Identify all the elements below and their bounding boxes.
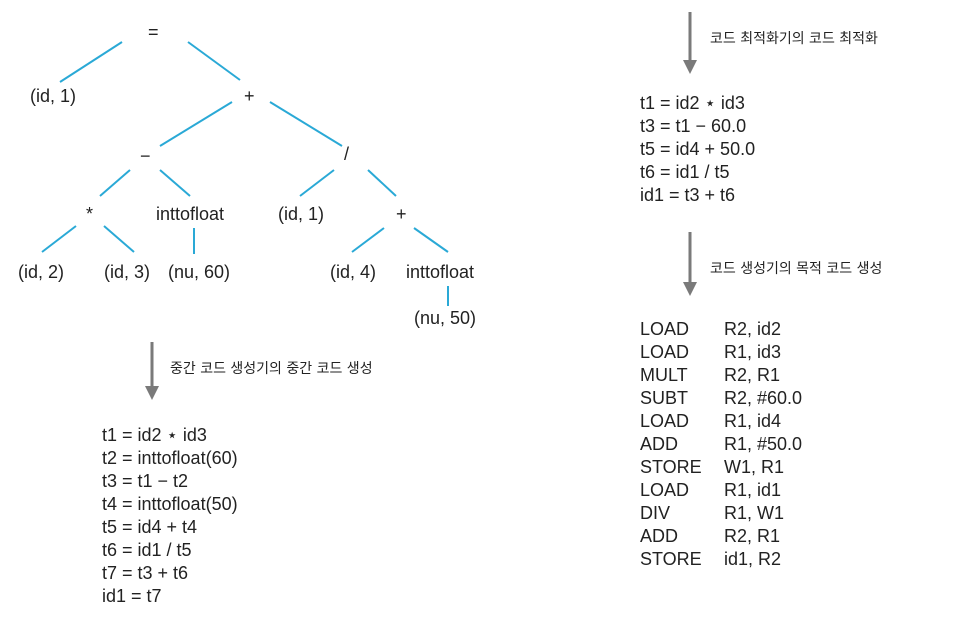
node-id-4: (id, 4) (330, 262, 377, 282)
asm-args: R1, W1 (724, 503, 785, 523)
tree-edges (41, 41, 449, 306)
asm-op: LOAD (640, 480, 690, 500)
asm-args: W1, R1 (724, 457, 785, 477)
asm-args: R2, #60.0 (724, 388, 803, 408)
asm-op: DIV (640, 503, 671, 523)
asm-line: ADD R1, #50.0 (640, 433, 802, 456)
code-line: t6 = id1 / t5 (640, 162, 730, 182)
node-id-1-right: (id, 1) (278, 204, 325, 224)
asm-args: R2, id2 (724, 319, 782, 339)
node-plus: + (244, 86, 255, 106)
node-inttofloat-60: inttofloat (156, 204, 225, 224)
code-line: t1 = id2 ⋆ id3 (640, 93, 745, 113)
asm-op: MULT (640, 365, 688, 385)
node-plus-inner: + (396, 204, 407, 224)
asm-args: R1, id4 (724, 411, 782, 431)
optimization-caption: 코드 최적화기의 코드 최적화 (710, 31, 878, 47)
edge-div-id1 (299, 169, 335, 197)
edge-eq-id1 (59, 41, 123, 83)
intermediate-code-block: t1 = id2 ⋆ id3 t2 = inttofloat(60) t3 = … (102, 424, 238, 608)
code-line: id1 = t3 + t6 (640, 185, 736, 205)
asm-line: STORE id1, R2 (640, 548, 802, 571)
edge-plus2-inttofloat (413, 227, 449, 253)
edge-star-id2 (41, 225, 77, 253)
asm-line: MULT R2, R1 (640, 364, 802, 387)
asm-op: LOAD (640, 319, 690, 339)
asm-line: LOAD R2, id2 (640, 318, 802, 341)
asm-op: STORE (640, 549, 702, 569)
node-id-2: (id, 2) (18, 262, 65, 282)
code-line: t7 = t3 + t6 (102, 563, 189, 583)
code-line: t4 = inttofloat(50) (102, 494, 238, 514)
asm-op: LOAD (640, 342, 690, 362)
code-line: t5 = id4 + 50.0 (640, 139, 756, 159)
asm-op: STORE (640, 457, 702, 477)
code-line: t3 = t1 − 60.0 (640, 116, 747, 136)
step-arrows (145, 12, 697, 400)
node-id-3: (id, 3) (104, 262, 151, 282)
node-assign: = (148, 22, 159, 42)
edge-plus-div (269, 101, 343, 147)
node-nu-60: (nu, 60) (168, 262, 231, 282)
asm-line: DIV R1, W1 (640, 502, 802, 525)
node-minus: − (140, 146, 151, 166)
code-line: t5 = id4 + t4 (102, 517, 198, 537)
node-mult: * (86, 204, 94, 224)
asm-op: SUBT (640, 388, 689, 408)
asm-op: ADD (640, 526, 679, 546)
asm-args: R2, R1 (724, 526, 781, 546)
asm-op: ADD (640, 434, 679, 454)
asm-args: id1, R2 (724, 549, 782, 569)
node-div: / (344, 144, 350, 164)
node-id-1: (id, 1) (30, 86, 77, 106)
asm-line: LOAD R1, id3 (640, 341, 802, 364)
code-line: t3 = t1 − t2 (102, 471, 189, 491)
asm-op: LOAD (640, 411, 690, 431)
edge-minus-star (99, 169, 131, 197)
edge-minus-inttofloat (159, 169, 191, 197)
asm-line: SUBT R2, #60.0 (640, 387, 802, 410)
target-code-caption: 코드 생성기의 목적 코드 생성 (710, 261, 883, 277)
edge-eq-plus (187, 41, 241, 81)
edge-star-id3 (103, 225, 135, 253)
node-inttofloat-50: inttofloat (406, 262, 475, 282)
intermediate-code-caption: 중간 코드 생성기의 중간 코드 생성 (170, 361, 373, 377)
target-code-block: LOAD R2, id2 LOAD R1, id3 MULT R2, R1 SUBT R… (640, 318, 802, 571)
code-line: id1 = t7 (102, 586, 162, 606)
asm-line: LOAD R1, id1 (640, 479, 802, 502)
asm-args: R1, id3 (724, 342, 782, 362)
asm-line: STORE W1, R1 (640, 456, 802, 479)
asm-args: R1, id1 (724, 480, 782, 500)
edge-plus2-id4 (351, 227, 385, 253)
edge-div-plus (367, 169, 397, 197)
node-nu-50: (nu, 50) (414, 308, 477, 328)
optimized-code-block: t1 = id2 ⋆ id3 t3 = t1 − 60.0 t5 = id4 +… (640, 92, 755, 207)
edge-plus-minus (159, 101, 233, 147)
asm-args: R1, #50.0 (724, 434, 803, 454)
asm-line: LOAD R1, id4 (640, 410, 802, 433)
code-line: t6 = id1 / t5 (102, 540, 192, 560)
asm-line: ADD R2, R1 (640, 525, 802, 548)
code-line: t2 = inttofloat(60) (102, 448, 238, 468)
code-line: t1 = id2 ⋆ id3 (102, 425, 207, 445)
asm-args: R2, R1 (724, 365, 781, 385)
